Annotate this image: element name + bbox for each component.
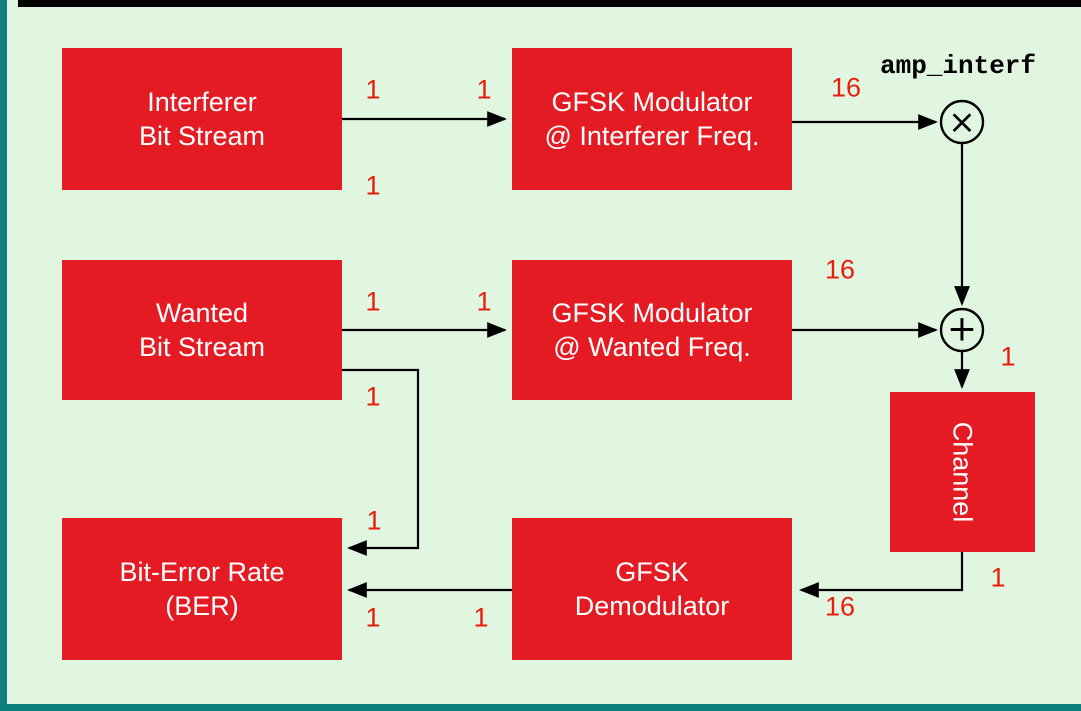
multiplier-circle [939, 99, 985, 145]
signal-dimension-label: 1 [365, 286, 381, 317]
block-interferer-bit-stream: Interferer Bit Stream [62, 48, 342, 190]
signal-dimension-label: 16 [824, 591, 856, 622]
adder-symbol: + [946, 308, 978, 350]
block-label-line: Bit Stream [138, 332, 266, 362]
block-label-line: (BER) [165, 591, 239, 621]
signal-dimension-label: 16 [830, 72, 862, 103]
block-label-line: GFSK Modulator [551, 87, 753, 117]
signal-dimension-label: 1 [990, 562, 1006, 593]
signal-dimension-label: 1 [476, 74, 492, 105]
signal-dimension-label: 1 [365, 381, 381, 412]
multiplier-symbol: × [948, 102, 976, 142]
block-label-line: GFSK [615, 557, 689, 587]
signal-dimension-label: 1 [365, 74, 381, 105]
block-label-line: @ Interferer Freq. [544, 121, 760, 151]
signal-dimension-label: 1 [365, 602, 381, 633]
block-label-line: GFSK Modulator [551, 298, 753, 328]
left-border-line [0, 0, 7, 711]
block-bit-error-rate: Bit-Error Rate (BER) [62, 518, 342, 660]
top-border-line [18, 0, 1081, 7]
amp-interf-gain-label: amp_interf [879, 51, 1037, 81]
block-channel: Channel [890, 392, 1035, 552]
block-gfsk-modulator-wanted: GFSK Modulator @ Wanted Freq. [512, 260, 792, 400]
signal-dimension-label: 1 [476, 286, 492, 317]
block-label-line: Interferer [147, 87, 257, 117]
block-gfsk-demodulator: GFSK Demodulator [512, 518, 792, 660]
wire-wanted-reference-to-ber [342, 368, 420, 556]
block-label-line: Demodulator [574, 591, 730, 621]
block-label-line: Wanted [155, 298, 249, 328]
block-label-line: @ Wanted Freq. [553, 332, 751, 362]
block-gfsk-modulator-interferer: GFSK Modulator @ Interferer Freq. [512, 48, 792, 190]
signal-dimension-label: 1 [366, 505, 382, 536]
block-label-line: Bit-Error Rate [119, 557, 285, 587]
block-label-line: Channel [947, 421, 978, 523]
signal-dimension-label: 1 [1000, 341, 1016, 372]
signal-dimension-label: 1 [473, 602, 489, 633]
adder-circle [939, 307, 985, 353]
bottom-border-line [0, 704, 1081, 711]
block-label-line: Bit Stream [138, 121, 266, 151]
wire-channel-to-demodulator [799, 552, 964, 598]
signal-dimension-label: 16 [824, 254, 856, 285]
block-wanted-bit-stream: Wanted Bit Stream [62, 260, 342, 400]
signal-dimension-label: 1 [365, 170, 381, 201]
